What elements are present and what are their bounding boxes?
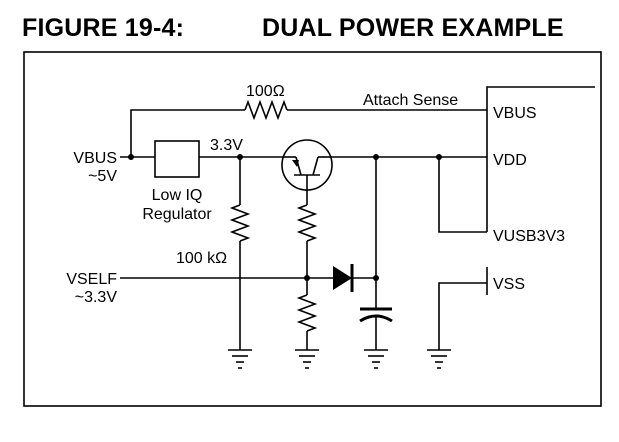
regulator-block [154, 140, 200, 178]
ground-symbol-3 [364, 349, 388, 369]
pnp-transistor [281, 139, 333, 205]
device-body-upper [486, 86, 595, 232]
pulldown-resistor [296, 294, 318, 332]
attach-sense-label: Attach Sense [363, 92, 458, 109]
resistor-100k [229, 204, 251, 242]
attach-sense-wire-left [130, 109, 245, 157]
vself-value: ~3.3V [75, 289, 118, 306]
pin-vss-label: VSS [493, 276, 525, 293]
regulator-label-2: Regulator [142, 206, 212, 223]
base-resistor [296, 204, 318, 242]
figure-title: DUAL POWER EXAMPLE [262, 14, 564, 42]
vbus-input-label: VBUS [73, 150, 117, 167]
ground-symbol-1 [228, 349, 252, 369]
figure-number: FIGURE 19-4: [22, 14, 185, 42]
pin-vusb3v3-label: VUSB3V3 [493, 228, 565, 245]
diode [333, 264, 354, 292]
ground-symbol-4 [427, 349, 451, 369]
regulator-output-label: 3.3V [210, 137, 243, 154]
pin-vdd-label: VDD [493, 152, 527, 169]
vbus-input-value: ~5V [88, 168, 117, 185]
resistor-100-ohm [244, 99, 288, 121]
vusb3v3-wire [438, 157, 487, 233]
vss-wire [438, 282, 487, 350]
pin-vbus-label: VBUS [493, 105, 537, 122]
regulator-label-1: Low IQ [152, 187, 203, 204]
resistor-100-ohm-label: 100Ω [246, 83, 285, 100]
diagram-frame [23, 51, 602, 407]
ground-symbol-2 [295, 349, 319, 369]
resistor-100k-label: 100 kΩ [176, 250, 227, 267]
vself-label: VSELF [66, 271, 117, 288]
